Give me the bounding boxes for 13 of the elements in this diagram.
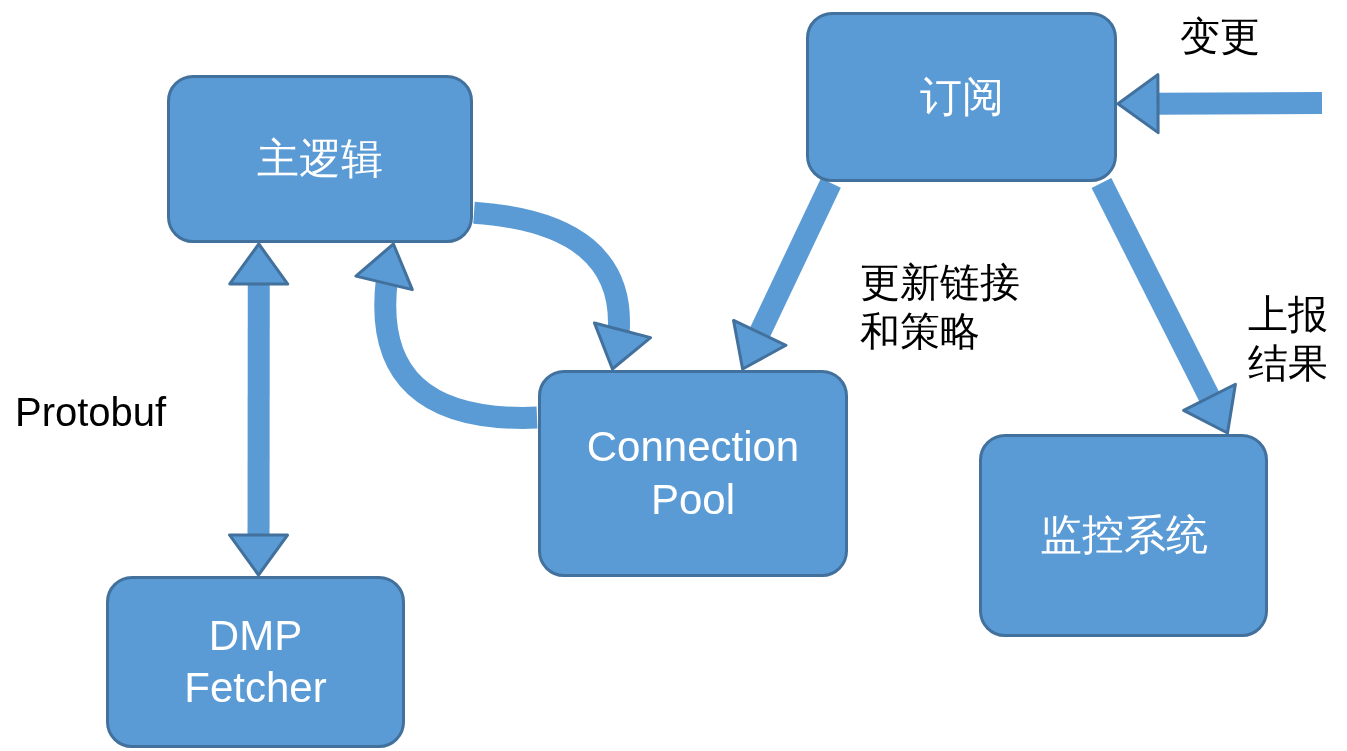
edge-label: 上报结果 (1248, 291, 1329, 387)
process-box: 主逻辑 (167, 75, 473, 243)
edge-label: Protobuf (15, 389, 168, 436)
process-box: 监控系统 (979, 434, 1268, 637)
block-arrow (1116, 73, 1323, 135)
process-box: DMP Fetcher (106, 576, 405, 748)
process-box: Connection Pool (538, 370, 848, 577)
edge-label: 变更 (1180, 13, 1261, 60)
block-arrow (228, 242, 290, 577)
block-arrow (472, 201, 651, 372)
block-arrow (355, 241, 538, 429)
edge-label: 更新链接和策略 (860, 259, 1021, 355)
process-box: 订阅 (806, 12, 1117, 182)
